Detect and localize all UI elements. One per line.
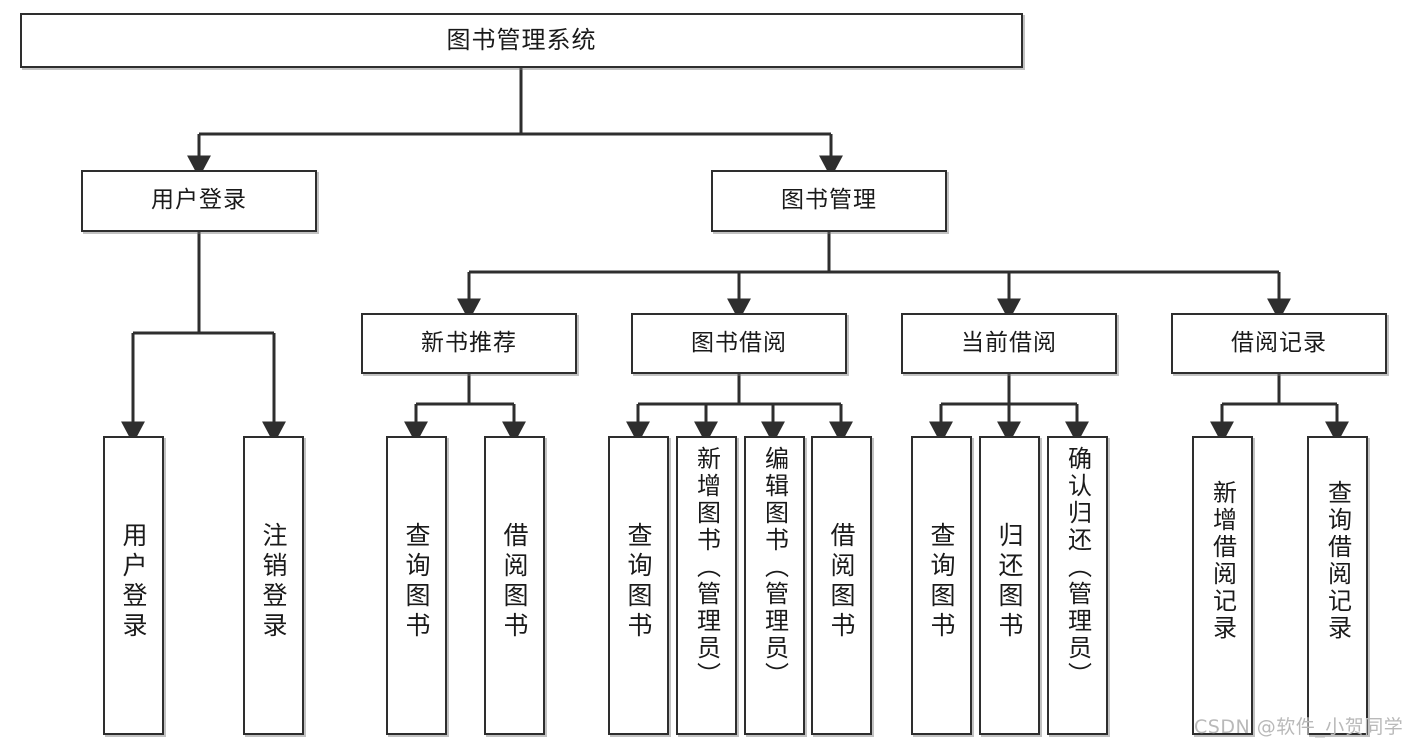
node-label: 借阅记录	[1231, 329, 1327, 356]
node-label: 用户登录	[119, 522, 148, 642]
csdn-watermark: CSDN @软件_小贺同学	[1194, 716, 1404, 738]
node-new-book-recommend[interactable]: 新书推荐	[361, 313, 577, 374]
node-user-login[interactable]: 用户登录	[81, 170, 317, 232]
leaf-add-borrow-record[interactable]: 新增借阅记录	[1192, 436, 1253, 735]
leaf-edit-book-admin[interactable]: 编辑图书（管理员）	[744, 436, 805, 735]
node-book-borrow[interactable]: 图书借阅	[631, 313, 847, 374]
node-root-system[interactable]: 图书管理系统	[20, 13, 1023, 68]
node-current-borrow[interactable]: 当前借阅	[901, 313, 1117, 374]
node-label: 新书推荐	[421, 329, 517, 356]
leaf-query-books-current[interactable]: 查询图书	[911, 436, 972, 735]
node-label: 注销登录	[259, 522, 288, 642]
node-label: 图书管理系统	[446, 26, 597, 55]
node-label: 确认归还（管理员）	[1063, 446, 1092, 689]
leaf-user-login[interactable]: 用户登录	[103, 436, 164, 735]
leaf-query-borrow-record[interactable]: 查询借阅记录	[1307, 436, 1368, 735]
node-label: 查询借阅记录	[1323, 480, 1352, 642]
node-label: 图书借阅	[691, 329, 787, 356]
node-label: 查询图书	[402, 522, 431, 642]
node-label: 新增借阅记录	[1208, 480, 1237, 642]
node-label: 归还图书	[995, 522, 1024, 642]
node-book-management[interactable]: 图书管理	[711, 170, 947, 232]
leaf-add-book-admin[interactable]: 新增图书（管理员）	[676, 436, 737, 735]
node-label: 查询图书	[927, 522, 956, 642]
leaf-query-books-recommend[interactable]: 查询图书	[386, 436, 447, 735]
node-borrow-records[interactable]: 借阅记录	[1171, 313, 1387, 374]
node-label: 借阅图书	[827, 522, 856, 642]
leaf-logout[interactable]: 注销登录	[243, 436, 304, 735]
node-label: 编辑图书（管理员）	[760, 446, 789, 689]
leaf-confirm-return-admin[interactable]: 确认归还（管理员）	[1047, 436, 1108, 735]
node-label: 借阅图书	[500, 522, 529, 642]
node-label: 当前借阅	[961, 329, 1057, 356]
node-label: 图书管理	[781, 187, 877, 214]
leaf-return-book[interactable]: 归还图书	[979, 436, 1040, 735]
leaf-borrow-book[interactable]: 借阅图书	[811, 436, 872, 735]
node-label: 新增图书（管理员）	[692, 446, 721, 689]
node-label: 查询图书	[624, 522, 653, 642]
leaf-query-books-borrow[interactable]: 查询图书	[608, 436, 669, 735]
leaf-borrow-books-recommend[interactable]: 借阅图书	[484, 436, 545, 735]
node-label: 用户登录	[151, 187, 247, 214]
